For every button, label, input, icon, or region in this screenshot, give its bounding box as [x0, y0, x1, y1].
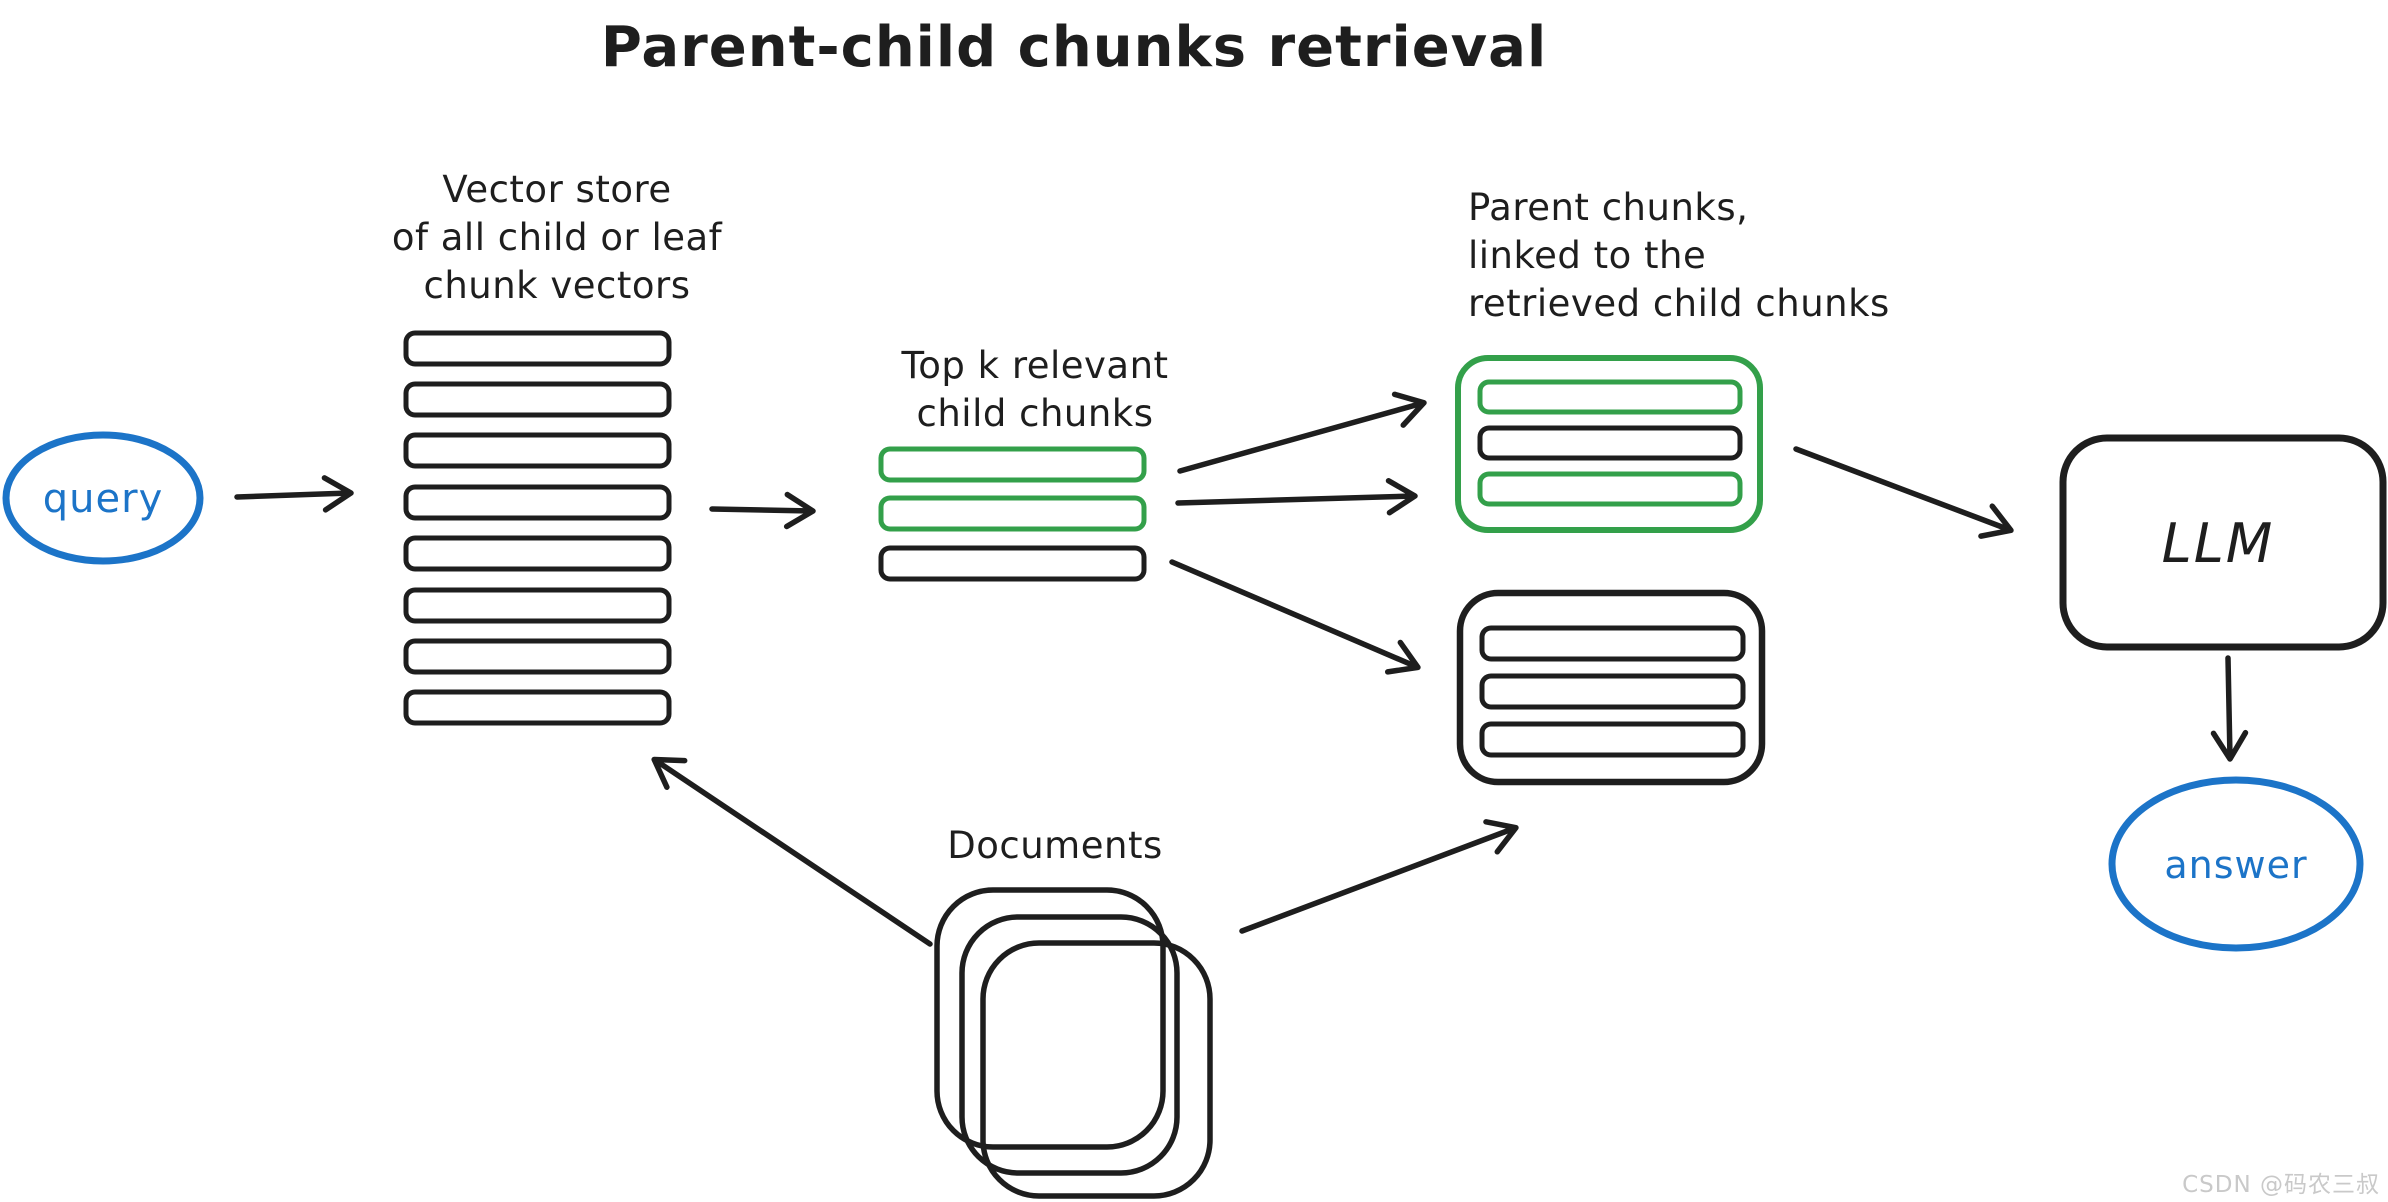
arrow-green-parent-to-llm — [1793, 446, 2014, 539]
arrow-query-to-vector-store — [234, 475, 354, 513]
arrow-llm-to-answer — [2210, 655, 2249, 762]
vector-store-node — [403, 330, 672, 726]
top-k-label-line-1: Top k relevant — [900, 344, 1168, 387]
top-k-bar-black — [878, 545, 1147, 582]
parent-chunks-label-line-1: Parent chunks, — [1468, 186, 1748, 229]
vector-store-bar — [403, 432, 672, 469]
diagram-title: Parent-child chunks retrieval — [601, 15, 1547, 80]
parent-chunk-bar-black — [1479, 625, 1746, 662]
answer-node: answer — [2108, 776, 2364, 952]
vector-store-bar — [403, 381, 672, 418]
vector-store-bar — [403, 587, 672, 624]
vector-store-bar — [403, 330, 672, 367]
documents-label: Documents — [947, 824, 1162, 867]
arrow-top-k-to-green-parent-middle — [1175, 477, 1418, 516]
vector-store-label-line-1: Vector store — [442, 168, 671, 211]
vector-store-bar — [403, 535, 672, 572]
document-sheet-middle — [959, 914, 1180, 1176]
parent-chunk-bar-green — [1477, 379, 1743, 415]
query-label: query — [43, 476, 163, 522]
parent-chunk-green-box — [1455, 355, 1763, 533]
parent-chunk-bar-black — [1479, 721, 1746, 758]
query-node: query — [2, 431, 204, 565]
top-k-label-line-2: child chunks — [917, 392, 1154, 435]
watermark: CSDN @码农三叔 — [2182, 1172, 2380, 1198]
vector-store-label-line-3: chunk vectors — [423, 264, 690, 307]
llm-box — [2059, 434, 2387, 651]
top-k-bar-green — [878, 446, 1147, 483]
top-k-label: Top k relevant child chunks — [900, 344, 1168, 435]
parent-chunks-label-line-3: retrieved child chunks — [1468, 282, 1890, 325]
arrow-top-k-to-green-parent-upper — [1177, 391, 1427, 474]
document-sheet-front — [980, 940, 1213, 1199]
vector-store-bar — [403, 638, 672, 675]
llm-label: LLM — [2162, 512, 2275, 575]
arrow-vector-store-to-top-k — [709, 491, 816, 530]
document-sheet-back — [934, 887, 1166, 1150]
answer-label: answer — [2164, 843, 2307, 887]
vector-store-bar — [403, 689, 672, 726]
parent-chunk-bar-black — [1479, 673, 1746, 710]
arrow-documents-to-vector-store — [651, 756, 933, 947]
parent-chunk-black-box — [1456, 589, 1766, 786]
top-k-bar-green — [878, 495, 1147, 532]
parent-chunk-black-outline — [1456, 589, 1766, 786]
parent-chunk-bar-green — [1477, 471, 1743, 507]
answer-ellipse — [2108, 776, 2364, 952]
vector-store-bar — [403, 484, 672, 521]
parent-chunks-label: Parent chunks, linked to the retrieved c… — [1468, 186, 1890, 325]
arrow-documents-to-black-parent — [1239, 819, 1519, 934]
parent-chunks-label-line-2: linked to the — [1468, 234, 1706, 277]
documents-node: Documents — [934, 824, 1213, 1199]
parent-chunk-bar-black — [1477, 425, 1743, 461]
vector-store-label: Vector store of all child or leaf chunk … — [392, 168, 723, 307]
parent-chunk-green-outline — [1455, 355, 1763, 533]
arrow-top-k-to-black-parent — [1169, 559, 1421, 675]
top-k-node — [878, 446, 1147, 582]
query-ellipse — [2, 431, 204, 565]
vector-store-label-line-2: of all child or leaf — [392, 216, 723, 259]
llm-node: LLM — [2059, 434, 2387, 651]
